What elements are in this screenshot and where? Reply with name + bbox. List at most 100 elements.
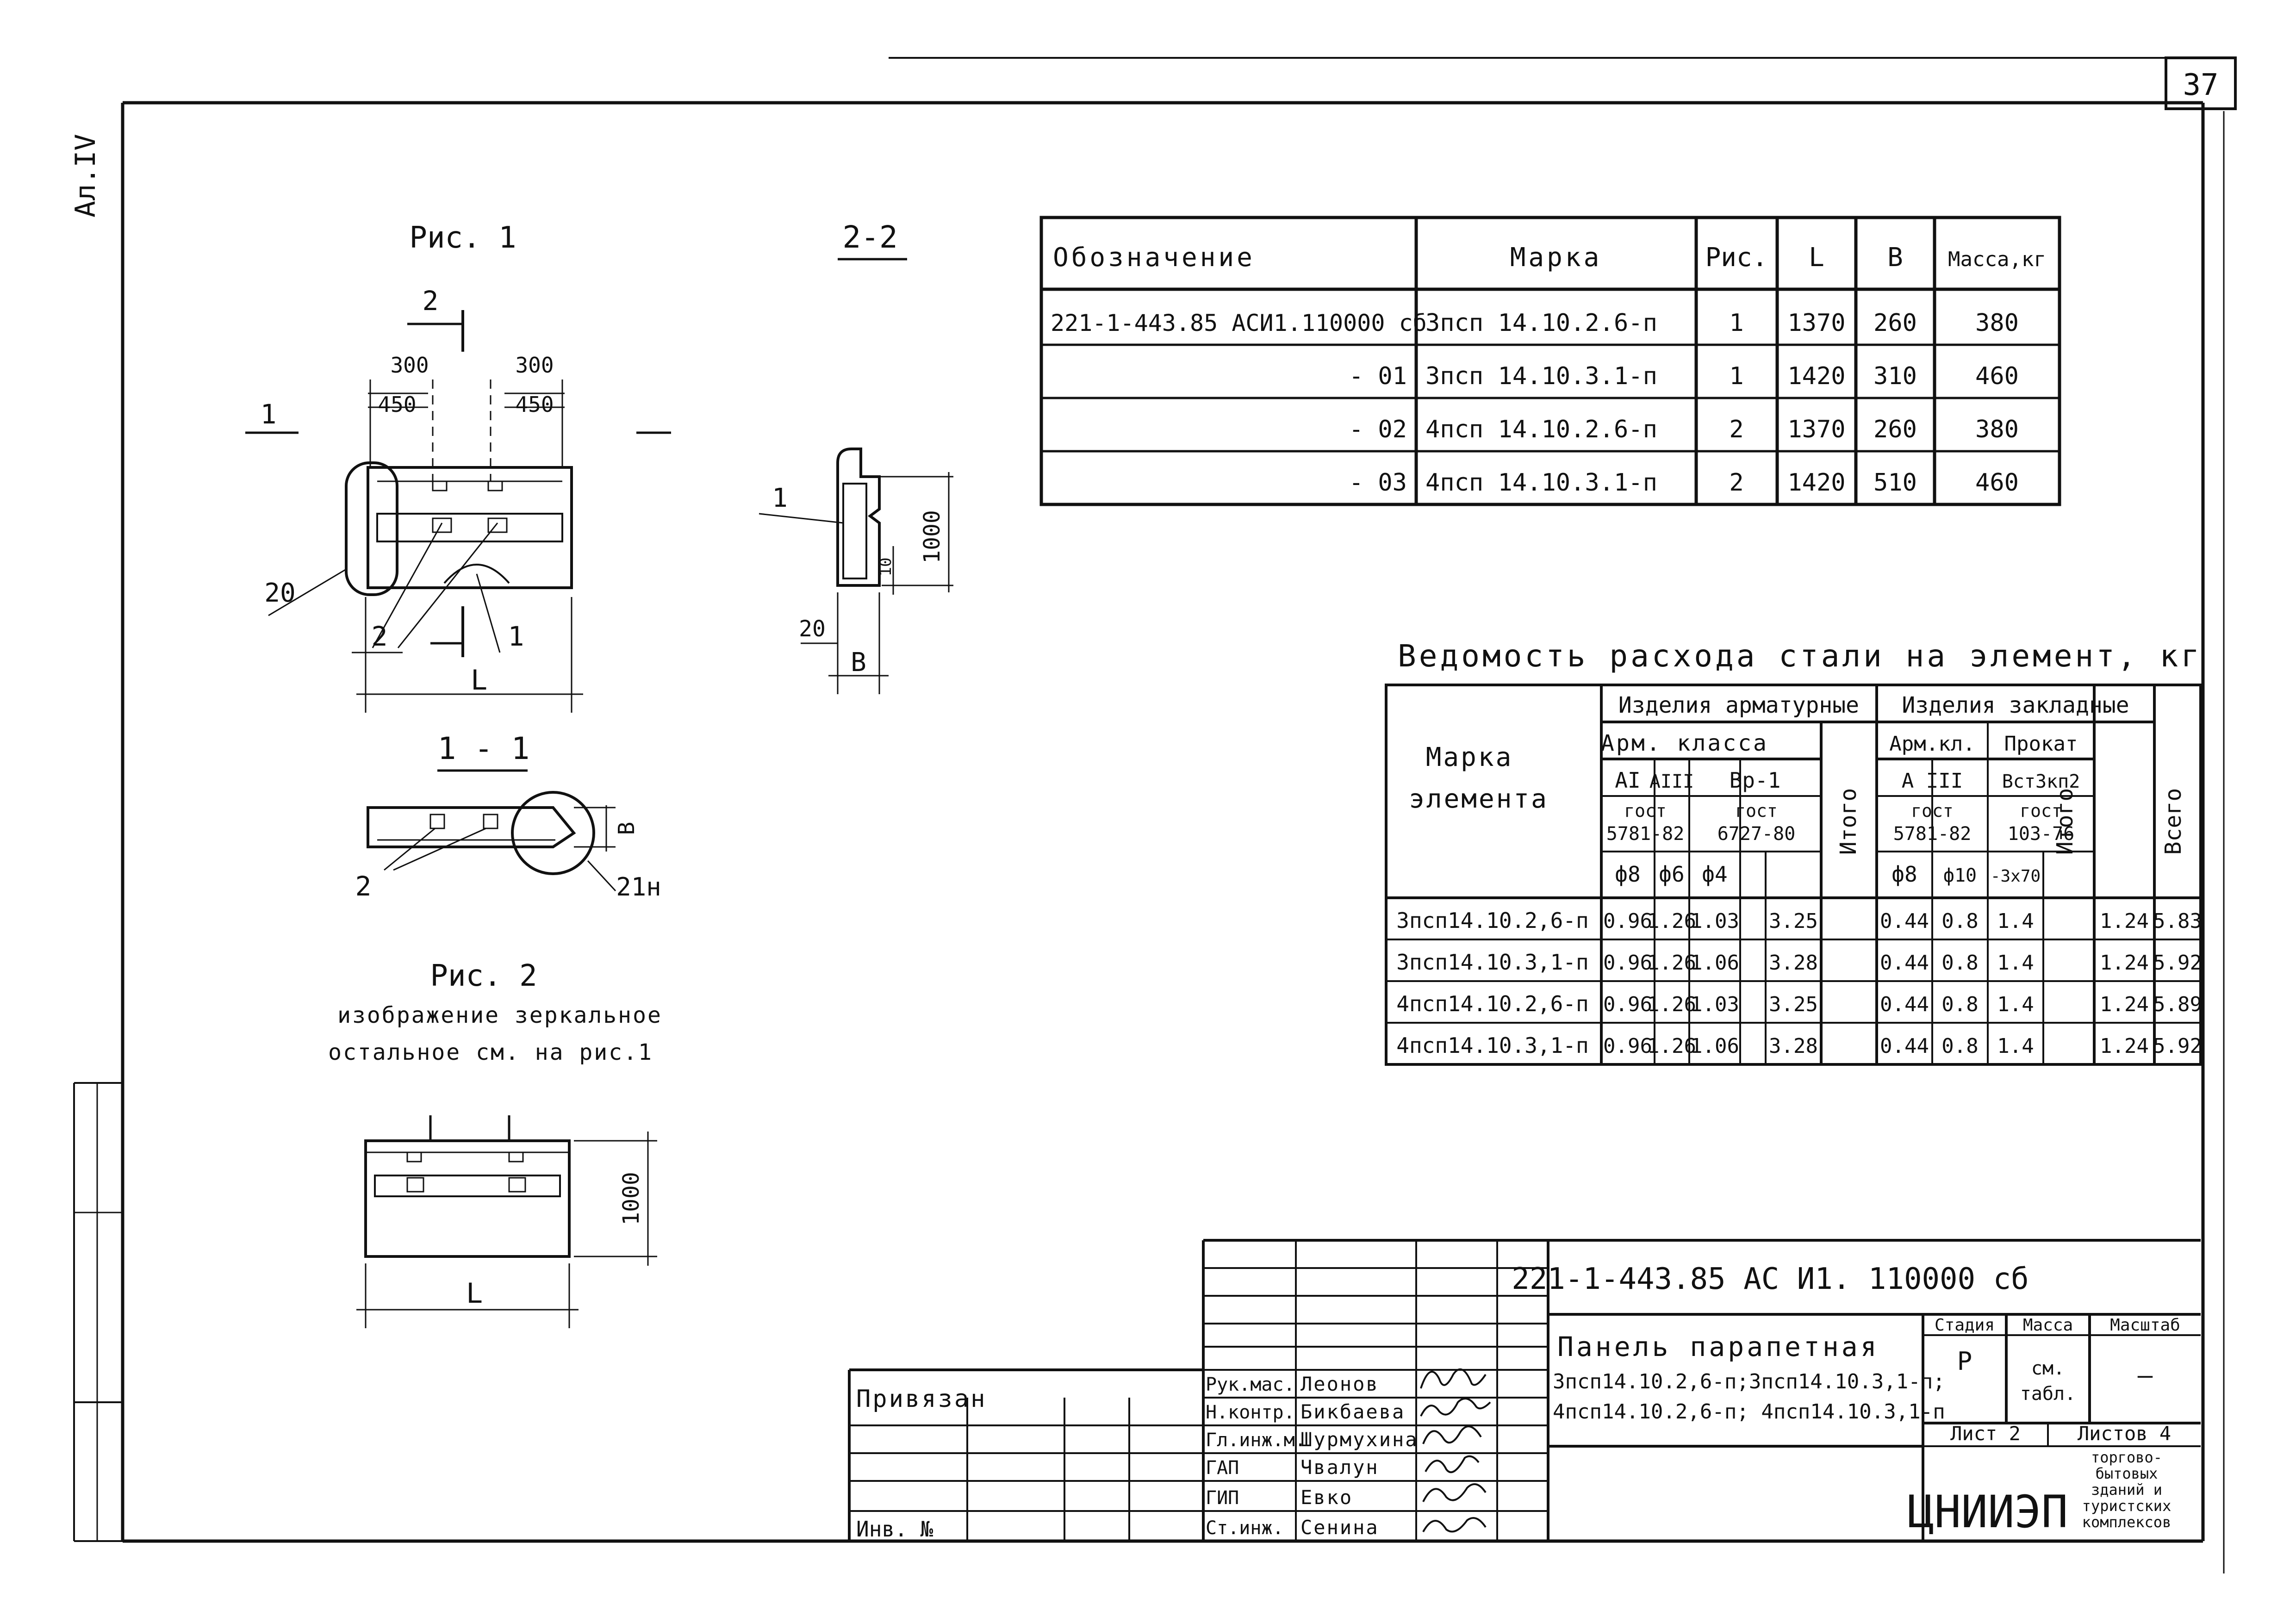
steel-table-cell: 0.44 bbox=[1880, 1034, 1929, 1058]
fig2-dim-L: L bbox=[466, 1277, 483, 1310]
fig1-section-mark-2: 2 bbox=[423, 285, 439, 317]
title-block-org-desc-2: бытовых bbox=[2096, 1465, 2158, 1482]
main-table-cell: 1420 bbox=[1787, 362, 1845, 390]
steel-h-gost4: гост bbox=[2020, 801, 2062, 821]
steel-h-arm-class: Арм. класса bbox=[1601, 730, 1768, 756]
steel-h-itogo1: Итого bbox=[1836, 788, 1861, 855]
fig1-callout-20: 20 bbox=[264, 578, 295, 608]
fig1-title: Рис. 1 bbox=[409, 221, 516, 255]
steel-table-cell: 1.26 bbox=[1647, 909, 1696, 933]
steel-h-arm-kl: Арм.кл. bbox=[1889, 732, 1975, 756]
section-2-2-dim-10: 10 bbox=[877, 558, 895, 577]
steel-table-cell: 0.8 bbox=[1941, 1034, 1978, 1058]
main-table-cell: 380 bbox=[1975, 416, 2019, 443]
steel-h-gost3-num: 5781-82 bbox=[1893, 823, 1972, 845]
title-block-mass-value-2: табл. bbox=[2020, 1383, 2076, 1405]
title-block: 221-1-443.85 АС И1. 110000 сб Панель пар… bbox=[848, 1239, 2201, 1542]
main-table-cell: 4псп 14.10.2.6-п bbox=[1425, 416, 1657, 443]
fig2-note-line2: остальное см. на рис.1 bbox=[328, 1039, 653, 1065]
main-table-cell: 460 bbox=[1975, 469, 2019, 497]
steel-h-prokat: Прокат bbox=[2004, 732, 2078, 756]
title-block-scale-label: Масштаб bbox=[2110, 1316, 2180, 1335]
steel-table-cell: 0.8 bbox=[1941, 909, 1978, 933]
main-table-cell: 260 bbox=[1873, 309, 1917, 337]
fig1-drawing: Рис. 1 bbox=[245, 221, 671, 713]
steel-table-cell: 1.24 bbox=[2100, 1034, 2149, 1058]
main-table-cell: - 01 bbox=[1349, 362, 1407, 390]
steel-table-cell: 1.24 bbox=[2100, 909, 2149, 933]
main-table-cell: 1 bbox=[1729, 309, 1743, 337]
steel-table-cell: 0.44 bbox=[1880, 951, 1929, 975]
steel-table-cell: 3псп14.10.2,6-п bbox=[1396, 908, 1588, 933]
steel-table-cell: 5.83 bbox=[2153, 909, 2202, 933]
main-table-header: B bbox=[1887, 243, 1903, 273]
steel-h-itogo2: Итого bbox=[2052, 788, 2078, 855]
fig1-dim-300-left: 300 bbox=[390, 353, 429, 378]
staff-name: Леонов bbox=[1300, 1373, 1379, 1395]
title-block-scale-value: — bbox=[2138, 1361, 2153, 1390]
title-block-stage-value: Р bbox=[1957, 1347, 1972, 1376]
steel-table-cell: 3.28 bbox=[1769, 951, 1818, 975]
fig1-section-mark-1: 1 bbox=[261, 398, 277, 430]
steel-table-cell: 1.4 bbox=[1997, 993, 2034, 1016]
title-block-org-desc-1: торгово- bbox=[2091, 1449, 2162, 1466]
steel-table-cell: 1.4 bbox=[1997, 1034, 2034, 1058]
staff-name: Евко bbox=[1300, 1486, 1353, 1509]
section-1-1-drawing: 1 - 1 B 2 21н bbox=[355, 731, 661, 902]
main-table-header: Масса,кг bbox=[1948, 248, 2046, 271]
steel-h-AIII: АIII bbox=[1649, 771, 1694, 792]
staff-name: Шурмухина bbox=[1300, 1428, 1419, 1451]
title-block-code: 221-1-443.85 АС И1. 110000 сб bbox=[1512, 1262, 2028, 1296]
steel-h-gost1-num: 5781-82 bbox=[1606, 823, 1685, 845]
steel-table: Ведомость расхода стали на элемент, кг bbox=[1385, 638, 2202, 1066]
steel-table-cell: 1.03 bbox=[1690, 993, 1739, 1016]
fig1-callout-1: 1 bbox=[508, 621, 524, 652]
steel-h-d10: ф10 bbox=[1943, 865, 1977, 886]
steel-table-cell: 4псп14.10.2,6-п bbox=[1396, 991, 1588, 1016]
sheet-number: 37 bbox=[2183, 68, 2218, 102]
signatures bbox=[1420, 1368, 1491, 1533]
main-table-cell: - 03 bbox=[1349, 469, 1407, 497]
staff-role: Н.контр. bbox=[1206, 1402, 1295, 1423]
title-block-name-line2: 3псп14.10.2,6-п;3псп14.10.3,1-п; bbox=[1553, 1370, 1945, 1393]
section-2-2-title: 2-2 bbox=[842, 219, 897, 255]
fig2-drawing: Рис. 2 изображение зеркальное остальное … bbox=[328, 959, 662, 1328]
main-table-cell: 460 bbox=[1975, 362, 2019, 390]
title-block-org: ЦНИИЭП bbox=[1908, 1486, 2068, 1538]
steel-table-cell: 3.28 bbox=[1769, 1034, 1818, 1058]
steel-table-cell: 0.96 bbox=[1603, 1034, 1652, 1058]
main-table-cell: 510 bbox=[1873, 469, 1917, 497]
main-table-cell: 221-1-443.85 АСИ1.110000 сб bbox=[1051, 310, 1427, 336]
staff-role: ГАП bbox=[1206, 1457, 1239, 1479]
fig2-dim-1000: 1000 bbox=[618, 1172, 644, 1225]
staff-name: Бикбаева bbox=[1300, 1400, 1405, 1423]
main-table-cell: 2 bbox=[1729, 469, 1743, 497]
steel-h-d8b: ф8 bbox=[1892, 862, 1917, 887]
steel-table-cell: 0.96 bbox=[1603, 993, 1652, 1016]
main-table-header: L bbox=[1809, 243, 1824, 273]
steel-h-d6: ф6 bbox=[1659, 862, 1684, 887]
steel-table-cell: 5.92 bbox=[2153, 951, 2202, 975]
fig2-note-line1: изображение зеркальное bbox=[337, 1002, 662, 1028]
steel-table-cell: 0.96 bbox=[1603, 951, 1652, 975]
steel-table-cell: 1.26 bbox=[1647, 993, 1696, 1016]
section-2-2-dim-B: B bbox=[851, 647, 866, 678]
section-1-1-dim-B: B bbox=[614, 822, 640, 835]
steel-h-mark: Марка bbox=[1426, 742, 1513, 772]
title-block-mass-value-1: см. bbox=[2031, 1358, 2065, 1379]
main-table-cell: 260 bbox=[1873, 416, 1917, 443]
steel-table-cell: 1.4 bbox=[1997, 909, 2034, 933]
title-block-name-line3: 4псп14.10.2,6-п; 4псп14.10.3,1-п bbox=[1553, 1400, 1945, 1424]
steel-h-AIII-2: А III bbox=[1902, 769, 1963, 793]
title-block-inv: Инв. № bbox=[856, 1517, 933, 1542]
main-table-header: Рис. bbox=[1705, 243, 1768, 273]
staff-role: Рук.мас. bbox=[1206, 1374, 1295, 1395]
fig1-dim-450-left: 450 bbox=[378, 392, 416, 417]
staff-name: Чвалун bbox=[1300, 1456, 1379, 1479]
steel-h-d8: ф8 bbox=[1615, 862, 1640, 887]
steel-table-cell: 0.8 bbox=[1941, 951, 1978, 975]
title-block-sheets: Листов 4 bbox=[2078, 1422, 2171, 1445]
steel-h-gost4-num: 103-76 bbox=[2008, 823, 2075, 845]
